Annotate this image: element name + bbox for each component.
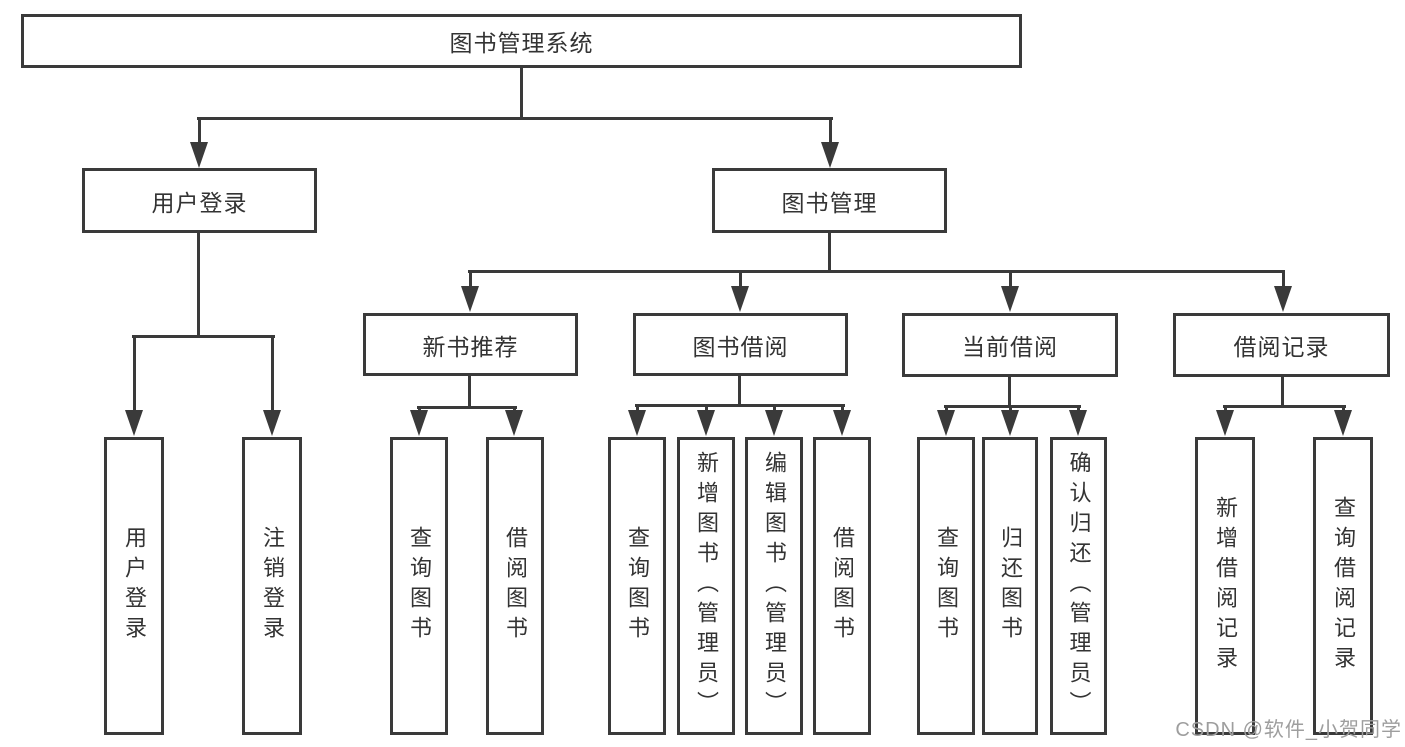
arrow-down-icon	[628, 404, 646, 436]
arrow-down-icon	[1001, 405, 1019, 436]
leaf-user-login-label: 用户登录	[122, 526, 147, 646]
arrow-down-icon	[263, 335, 281, 436]
arrow-down-icon	[1001, 270, 1019, 312]
leaf-borrow-books-recommend: 借阅图书	[486, 437, 544, 735]
node-library-system: 图书管理系统	[21, 14, 1022, 68]
connector-borrowing-rail	[635, 404, 845, 407]
connector-borrowing-stub	[738, 374, 741, 407]
leaf-borrow-books-borrowing: 借阅图书	[813, 437, 871, 735]
connector-user-login-stub	[197, 232, 200, 338]
connector-recommend-rail	[417, 406, 517, 409]
leaf-borrow-books-borrowing-label: 借阅图书	[830, 526, 855, 646]
leaf-add-books-admin-label: 新增图书（管理员）	[694, 451, 719, 721]
node-current-borrowing: 当前借阅	[902, 313, 1118, 377]
arrow-down-icon	[731, 270, 749, 312]
watermark: CSDN @软件_小贺同学	[1175, 719, 1402, 741]
leaf-confirm-return-admin: 确认归还（管理员）	[1050, 437, 1107, 735]
node-book-borrowing-label: 图书借阅	[692, 333, 789, 360]
arrow-down-icon	[1069, 405, 1087, 436]
leaf-query-books-recommend: 查询图书	[390, 437, 448, 735]
leaf-query-books-borrowing: 查询图书	[608, 437, 666, 735]
leaf-logout: 注销登录	[242, 437, 302, 735]
connector-records-rail	[1223, 405, 1346, 408]
arrow-down-icon	[765, 404, 783, 436]
node-book-management: 图书管理	[712, 168, 947, 233]
arrow-down-icon	[937, 405, 955, 436]
connector-current-rail	[944, 405, 1081, 408]
connector-recommend-stub	[468, 374, 471, 409]
leaf-add-books-admin: 新增图书（管理员）	[677, 437, 735, 735]
leaf-return-books-label: 归还图书	[998, 526, 1023, 646]
arrow-down-icon	[410, 406, 428, 436]
connector-current-stub	[1008, 376, 1011, 408]
connector-root-rail	[197, 117, 833, 120]
leaf-query-books-borrowing-label: 查询图书	[625, 526, 650, 646]
leaf-confirm-return-admin-label: 确认归还（管理员）	[1066, 451, 1092, 721]
node-book-borrowing: 图书借阅	[633, 313, 848, 376]
arrow-down-icon	[190, 117, 208, 168]
leaf-query-books-current: 查询图书	[917, 437, 975, 735]
node-user-login-label: 用户登录	[151, 189, 248, 216]
node-current-borrowing-label: 当前借阅	[962, 334, 1058, 360]
leaf-logout-label: 注销登录	[260, 526, 285, 646]
node-user-login: 用户登录	[82, 168, 317, 233]
leaf-add-borrow-record-label: 新增借阅记录	[1213, 496, 1238, 676]
arrow-down-icon	[1334, 405, 1352, 436]
arrow-down-icon	[697, 404, 715, 436]
arrow-down-icon	[1216, 405, 1234, 436]
leaf-borrow-books-recommend-label: 借阅图书	[503, 526, 528, 646]
leaf-query-books-recommend-label: 查询图书	[407, 526, 432, 646]
arrow-down-icon	[821, 117, 839, 168]
arrow-down-icon	[1274, 270, 1292, 312]
leaf-edit-books-admin: 编辑图书（管理员）	[745, 437, 803, 735]
arrow-down-icon	[505, 406, 523, 436]
leaf-return-books: 归还图书	[982, 437, 1038, 735]
arrow-down-icon	[125, 335, 143, 436]
connector-book-management-stub	[828, 232, 831, 273]
node-borrowing-records: 借阅记录	[1173, 313, 1390, 377]
connector-user-login-rail	[132, 335, 275, 338]
connector-records-stub	[1281, 376, 1284, 408]
arrow-down-icon	[833, 404, 851, 436]
node-library-system-label: 图书管理系统	[449, 30, 594, 56]
leaf-query-borrow-record: 查询借阅记录	[1313, 437, 1373, 735]
leaf-user-login: 用户登录	[104, 437, 164, 735]
leaf-query-borrow-record-label: 查询借阅记录	[1331, 496, 1356, 676]
leaf-edit-books-admin-label: 编辑图书（管理员）	[762, 451, 787, 721]
leaf-query-books-current-label: 查询图书	[934, 526, 959, 646]
leaf-add-borrow-record: 新增借阅记录	[1195, 437, 1255, 735]
arrow-down-icon	[461, 270, 479, 312]
node-borrowing-records-label: 借阅记录	[1233, 334, 1330, 360]
connector-book-management-rail	[468, 270, 1285, 273]
node-new-book-recommendation: 新书推荐	[363, 313, 578, 376]
node-new-book-recommendation-label: 新书推荐	[422, 333, 519, 360]
connector-root-stub	[520, 68, 523, 120]
node-book-management-label: 图书管理	[781, 189, 878, 216]
